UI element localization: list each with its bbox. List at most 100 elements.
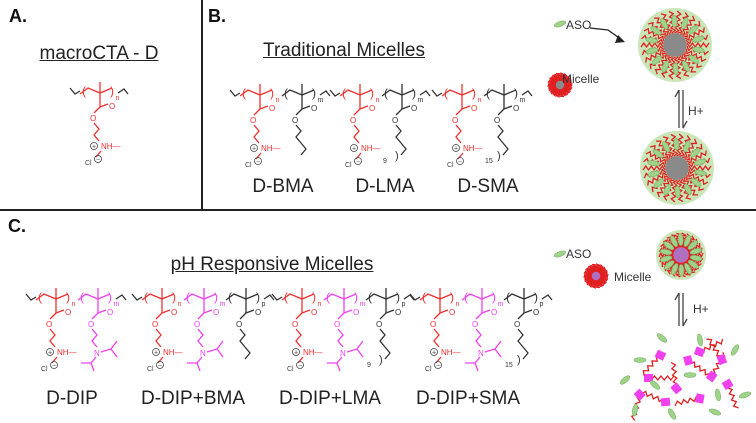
oxygen-label: O (369, 104, 375, 113)
bracket: ) (108, 290, 112, 304)
negative-charge-icon (50, 361, 58, 369)
oxygen-label: O (236, 320, 242, 329)
chain-end (419, 90, 431, 97)
carbonyl (161, 309, 171, 314)
dip-block (644, 374, 653, 382)
aso-icon (689, 255, 703, 262)
aso-icon (619, 375, 631, 385)
arrow (589, 27, 623, 41)
oxygen-label: O (311, 308, 317, 317)
negative-charge-label: − (436, 363, 440, 370)
alkyl-chain (497, 124, 504, 144)
polymer-arm (598, 269, 608, 277)
aso-icon (684, 262, 692, 275)
aso-icon (651, 55, 662, 65)
bracket: ) (172, 290, 176, 304)
positive-charge-label: + (454, 146, 458, 153)
oxygen-label: O (334, 320, 340, 329)
panel-a-title: macroCTA - D (39, 43, 159, 64)
bond (197, 312, 205, 320)
polymer-arm (679, 135, 692, 157)
carbonyl (301, 105, 311, 110)
amine-label: NH— (463, 144, 483, 153)
aso-icon (649, 380, 661, 390)
aso-icon (677, 233, 684, 246)
aso-icon (715, 388, 721, 402)
isopropyl (90, 362, 95, 372)
subscript: p (540, 301, 544, 308)
alkyl-chain (337, 328, 344, 348)
oxygen-label: O (250, 116, 256, 125)
alkyl-chain (239, 328, 246, 348)
bond (253, 108, 261, 116)
micelle-core (665, 156, 689, 180)
polymer-arm (645, 150, 667, 165)
equilibrium-arrow-icon (674, 292, 688, 327)
polymer-arm (680, 53, 696, 73)
bond (379, 312, 387, 320)
oxygen-label: O (494, 116, 500, 125)
positive-charge-label: + (92, 144, 96, 151)
backbone (365, 293, 399, 301)
positive-charge-icon (90, 142, 98, 150)
disassembled-micelle (619, 333, 752, 421)
alkyl-chain (455, 124, 462, 144)
bracket: ) (370, 86, 374, 100)
alkyl-chain (91, 328, 98, 348)
polymer-arm (562, 78, 572, 86)
amine-label: N (200, 349, 206, 358)
alkyl-chain (197, 328, 204, 348)
negative-charge-label: − (298, 363, 302, 370)
amine-label: N (478, 349, 484, 358)
isopropyl (216, 348, 224, 358)
oxygen-label: O (152, 320, 158, 329)
aso-icon (663, 241, 675, 251)
subscript: n (456, 301, 460, 308)
oxygen-label: O (430, 320, 436, 329)
chain-end (25, 293, 37, 301)
panel-a-label: A. (9, 6, 27, 26)
alkyl-chain (502, 142, 509, 156)
chain-end (131, 293, 143, 301)
panel-b-title: Traditional Micelles (263, 40, 425, 61)
aso-icon (632, 403, 638, 417)
aso-icon (656, 333, 668, 343)
bond (475, 312, 483, 320)
aso-label-c: ASO (566, 247, 592, 261)
micelle-label-c: Micelle (614, 270, 652, 284)
backbone (141, 293, 175, 301)
isopropyl (474, 362, 479, 372)
compound-d-dip-lma: D-DIP+LMA (279, 388, 381, 409)
bond (239, 312, 247, 320)
chain-end (541, 294, 553, 301)
bracket: ) (354, 290, 358, 304)
bracket: ( (80, 290, 84, 304)
positive-charge-icon (292, 348, 300, 356)
chloride-label: Cl (147, 366, 154, 373)
negative-charge-icon (254, 157, 262, 165)
polymer-arm (668, 10, 677, 34)
alkyl-chain (253, 124, 260, 144)
aso-icon (664, 260, 675, 270)
positive-charge-icon (452, 144, 460, 152)
loaded-micelle-b (638, 8, 712, 82)
carbonyl (385, 309, 395, 314)
carbonyl (203, 309, 213, 314)
dip-block (693, 346, 706, 358)
bracket: ( (38, 290, 42, 304)
positive-charge-label: + (252, 146, 256, 153)
carbonyl (343, 309, 353, 314)
aso-icon (670, 235, 678, 248)
aso-icon (738, 391, 752, 399)
micelle-core (591, 271, 601, 281)
backbone (483, 89, 517, 97)
polymer-arm (656, 140, 672, 160)
subscript: m (498, 301, 504, 308)
chain-end (69, 87, 81, 95)
backbone (461, 293, 495, 301)
subscript: m (220, 301, 226, 308)
carbonyl (523, 309, 533, 314)
subscript: n (376, 97, 380, 104)
